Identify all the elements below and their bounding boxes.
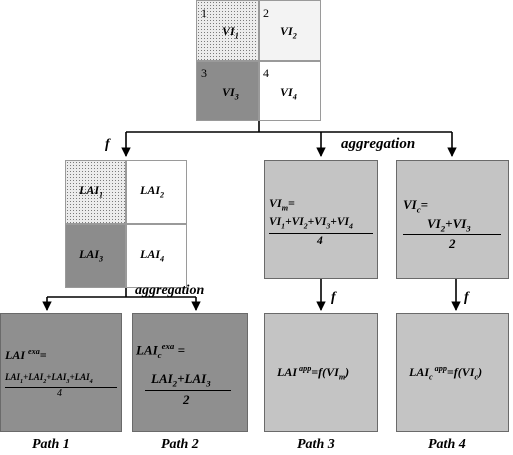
vi-cell-4: 4 VI4	[259, 61, 321, 121]
vi-cell-3-number: 3	[201, 66, 207, 80]
lai-cell-2-label: LAI2	[140, 183, 165, 200]
lai-c-app-formula: LAIc app=f(VIc)	[409, 364, 483, 382]
lai-c-exa-numerator: LAI2+LAI3	[151, 371, 211, 389]
vic-fraction-bar	[403, 234, 501, 235]
vi-cell-2-number: 2	[263, 6, 269, 20]
vi-cell-1-label: VI1	[222, 24, 239, 41]
vi-cell-2: 2 VI2	[259, 0, 321, 61]
lai-exa-numerator: LAI1+LAI2+LAI3+LAI4	[5, 372, 93, 385]
vic-numerator: VI2+VI3	[427, 216, 471, 234]
lai-app-formula: LAI app=f(VIm)	[277, 364, 350, 382]
lai-cell-3: LAI3	[65, 224, 126, 288]
f-label-top: f	[105, 137, 110, 152]
lai-cell-1: LAI1	[65, 160, 126, 224]
vim-numerator: VI1+VI2+VI3+VI4	[269, 216, 353, 231]
aggregation-label-top: aggregation	[341, 136, 416, 152]
vic-box: VIc= VI2+VI3 2	[396, 160, 509, 279]
lai-cell-2: LAI2	[126, 160, 187, 224]
lai-app-box: LAI app=f(VIm)	[264, 313, 378, 432]
vim-fraction-bar	[269, 233, 373, 234]
lai-cell-4-label: LAI4	[140, 247, 165, 264]
vim-box: VIm= VI1+VI2+VI3+VI4 4	[264, 160, 378, 279]
vi-cell-1-number: 1	[201, 6, 207, 20]
path-1-label: Path 1	[32, 437, 70, 452]
lai-cell-4: LAI4	[126, 224, 187, 288]
vi-cell-2-label: VI2	[280, 24, 297, 41]
vim-denominator: 4	[317, 235, 323, 247]
vi-cell-3: 3 VI3	[196, 61, 259, 121]
vi-cell-4-number: 4	[263, 66, 269, 80]
path-3-label: Path 3	[297, 437, 335, 452]
vic-lhs: VIc=	[403, 197, 429, 215]
lai-cell-3-label: LAI3	[79, 247, 104, 264]
lai-exa-box: LAI exa= LAI1+LAI2+LAI3+LAI4 4	[0, 313, 122, 432]
vi-cell-1: 1 VI1	[196, 0, 259, 61]
path-4-label: Path 4	[428, 437, 466, 452]
path-2-label: Path 2	[161, 437, 199, 452]
lai-c-exa-lhs: LAIcexa =	[136, 341, 186, 360]
lai-c-app-box: LAIc app=f(VIc)	[396, 313, 509, 432]
lai-exa-fraction-bar	[5, 387, 117, 388]
vim-lhs: VIm=	[269, 196, 295, 213]
lai-exa-denominator: 4	[57, 388, 62, 399]
vic-denominator: 2	[449, 236, 456, 251]
f-label-path4: f	[464, 290, 469, 305]
lai-cell-1-label: LAI1	[79, 183, 104, 200]
aggregation-label-mid: aggregation	[135, 283, 205, 298]
lai-c-exa-denominator: 2	[183, 392, 190, 407]
vi-cell-4-label: VI4	[280, 85, 297, 102]
lai-c-exa-box: LAIcexa = LAI2+LAI3 2	[132, 313, 248, 432]
vi-cell-3-label: VI3	[222, 85, 239, 102]
lai-exa-lhs: LAI exa=	[5, 347, 47, 362]
lai-c-exa-fraction-bar	[145, 390, 231, 391]
f-label-path3: f	[331, 290, 336, 305]
